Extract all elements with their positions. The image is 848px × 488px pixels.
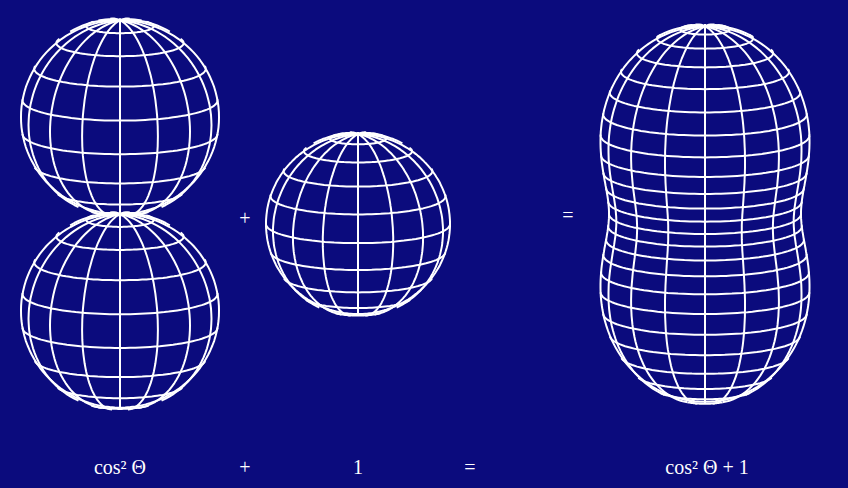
parallel-line [601, 135, 810, 158]
parallel-line [603, 173, 806, 194]
parallel-line [603, 254, 806, 276]
meridian-line [358, 134, 450, 314]
meridian-line [70, 20, 120, 225]
parallel-line [23, 134, 218, 154]
parallel-line [606, 188, 804, 209]
meridian-line [705, 26, 810, 402]
meridian-line [350, 132, 358, 134]
parallel-line [23, 328, 218, 348]
parallel-line [608, 202, 802, 222]
parallel-line [330, 134, 387, 144]
meridian-line [357, 134, 359, 316]
meridian-line [120, 19, 142, 214]
meridian-line [29, 20, 121, 400]
meridian-line [609, 26, 706, 395]
parallel-line [608, 225, 802, 246]
parallel-line [56, 39, 183, 56]
parallel-line [609, 214, 801, 234]
parallel-line [34, 66, 205, 87]
parallel-line [601, 272, 809, 295]
parallel-line [23, 99, 218, 120]
formula-label: 1 [353, 455, 363, 479]
parallel-line [306, 300, 410, 308]
meridian-line [665, 26, 705, 403]
parallel-line [638, 378, 771, 389]
parallel-line [86, 22, 154, 34]
meridian-line [98, 19, 120, 214]
formula-label: cos² Θ + 1 [665, 455, 748, 479]
formula-label: = [464, 455, 475, 479]
parallel-line [23, 293, 218, 314]
parallel-line [601, 292, 810, 314]
parallel-line [601, 155, 809, 177]
parallel-line [284, 279, 432, 293]
meridian-line [120, 20, 170, 225]
parallel-line [687, 402, 722, 404]
parallel-line [621, 69, 789, 89]
meridian-line [704, 26, 706, 404]
parallel-line [58, 194, 182, 205]
parallel-line [271, 194, 446, 214]
parallel-line [271, 253, 446, 270]
meridian-line [120, 19, 130, 215]
parallel-line [266, 224, 450, 243]
operator-symbol: + [239, 206, 250, 230]
parallel-line [92, 212, 149, 215]
parallel-line [680, 25, 730, 35]
parallel-line [86, 215, 154, 227]
parallel-line [35, 361, 206, 377]
parallel-line [606, 239, 804, 261]
meridian-line [705, 26, 802, 395]
meridian-line [601, 26, 706, 402]
formula-label: + [239, 455, 250, 479]
parallel-line [58, 388, 182, 398]
parallel-line [637, 50, 773, 68]
parallel-line [657, 35, 753, 49]
formula-label: cos² Θ [94, 455, 146, 479]
meridian-line [696, 24, 706, 26]
parallel-line [610, 336, 800, 355]
parallel-line [284, 169, 433, 187]
meridian-line [266, 134, 358, 314]
parallel-line [610, 91, 800, 113]
parallel-line [304, 148, 412, 163]
parallel-line [335, 313, 381, 315]
parallel-line [56, 233, 183, 250]
parallel-line [92, 406, 149, 409]
parallel-line [34, 260, 205, 281]
parallel-line [622, 358, 789, 374]
parallel-line [35, 167, 206, 183]
meridian-line [110, 19, 120, 215]
meridian-line [338, 133, 358, 134]
operator-symbol: = [562, 203, 573, 227]
meridian-line [120, 20, 212, 400]
parallel-line [660, 393, 750, 399]
parallel-line [603, 113, 807, 135]
meridian-line [119, 18, 121, 214]
meridian-line [705, 26, 745, 403]
parallel-line [603, 314, 807, 335]
